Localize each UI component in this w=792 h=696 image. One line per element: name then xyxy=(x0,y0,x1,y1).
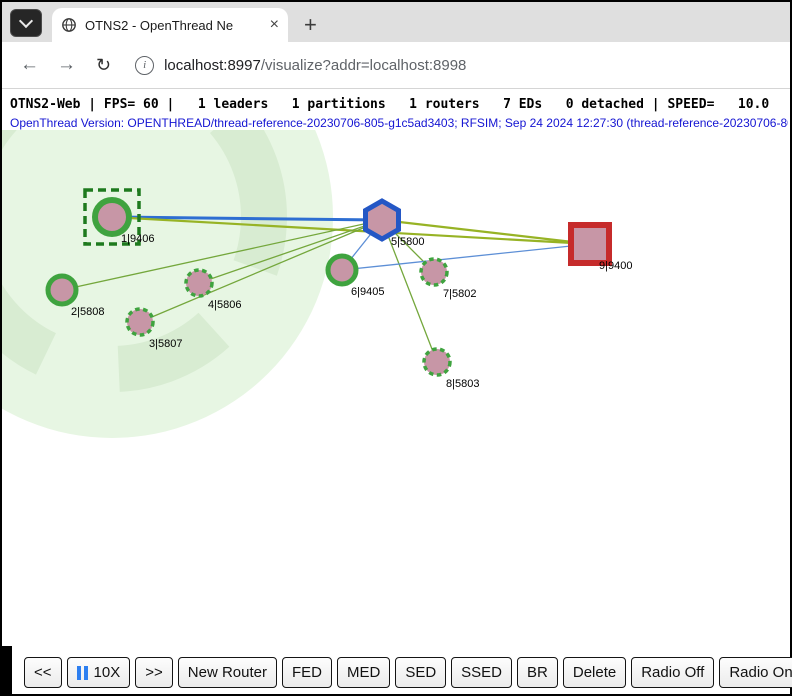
step-back-button[interactable]: << xyxy=(24,657,62,688)
url-path: /visualize?addr=localhost:8998 xyxy=(260,56,467,74)
reload-icon[interactable]: ↻ xyxy=(96,54,112,75)
speed-label: 10X xyxy=(93,664,121,681)
link-1-5 xyxy=(111,215,383,222)
link-5-3 xyxy=(139,219,383,323)
simulator-toolbar: << 10X >> New Router FED MED SED SSED BR… xyxy=(24,657,792,688)
node-label-5: 5|5800 xyxy=(391,236,424,248)
status-line: OTNS2-Web | FPS= 60 | 1 leaders 1 partit… xyxy=(10,97,770,112)
link-5-2 xyxy=(61,219,383,291)
link-5-4 xyxy=(198,219,383,284)
tab-title: OTNS2 - OpenThread Ne xyxy=(85,17,234,33)
step-forward-button[interactable]: >> xyxy=(135,657,173,688)
node-9[interactable] xyxy=(568,222,612,266)
url-host: localhost:8997 xyxy=(164,56,261,74)
openthread-version-line: OpenThread Version: OPENTHREAD/thread-re… xyxy=(10,116,788,130)
node-6[interactable] xyxy=(325,253,359,287)
node-label-8: 8|5803 xyxy=(446,378,479,390)
browser-address-bar: ← → ↻ i localhost:8997/visualize?addr=lo… xyxy=(2,42,790,89)
tab-search-button[interactable] xyxy=(10,9,42,37)
radio-range-arcs xyxy=(2,130,287,392)
node-7[interactable] xyxy=(419,257,449,287)
node-label-6: 6|9405 xyxy=(351,286,384,298)
link-5-8 xyxy=(381,219,438,363)
node-label-1: 1|9406 xyxy=(121,233,154,245)
chevron-down-icon xyxy=(18,13,34,29)
ssed-button[interactable]: SSED xyxy=(451,657,513,688)
link-5-9 xyxy=(381,218,591,246)
browser-tab[interactable]: OTNS2 - OpenThread Ne × xyxy=(52,8,288,42)
node-8[interactable] xyxy=(422,347,452,377)
globe-favicon-icon xyxy=(62,18,76,32)
node-label-2: 2|5808 xyxy=(71,306,104,318)
sed-button[interactable]: SED xyxy=(395,657,447,688)
node-label-7: 7|5802 xyxy=(443,288,476,300)
forward-icon[interactable]: → xyxy=(57,54,76,75)
node-label-3: 3|5807 xyxy=(149,338,182,350)
node-5[interactable] xyxy=(363,198,401,242)
window-border-notch xyxy=(2,646,12,694)
radio-off-button[interactable]: Radio Off xyxy=(631,657,715,688)
close-tab-icon[interactable]: × xyxy=(269,16,279,33)
node-label-4: 4|5806 xyxy=(208,299,241,311)
site-info-icon[interactable]: i xyxy=(135,55,155,75)
url-field[interactable]: localhost:8997/visualize?addr=localhost:… xyxy=(164,57,466,74)
browser-tab-bar: OTNS2 - OpenThread Ne × + xyxy=(2,2,790,42)
speed-button[interactable]: 10X xyxy=(66,657,131,688)
new-router-button[interactable]: New Router xyxy=(177,657,277,688)
link-6-9 xyxy=(341,243,591,271)
back-icon[interactable]: ← xyxy=(20,54,39,75)
node-label-9: 9|9400 xyxy=(599,260,632,272)
node-selection-box xyxy=(83,188,141,246)
br-button[interactable]: BR xyxy=(517,657,558,688)
med-button[interactable]: MED xyxy=(336,657,391,688)
new-tab-button[interactable]: + xyxy=(304,12,317,37)
node-4[interactable] xyxy=(184,268,214,298)
network-canvas-wrap: 1|9406 2|5808 3|5807 4|5806 5|5800 6|9405 7|58… xyxy=(2,130,790,648)
node-1[interactable] xyxy=(92,197,132,237)
node-2[interactable] xyxy=(45,273,79,307)
fed-button[interactable]: FED xyxy=(281,657,332,688)
node-3[interactable] xyxy=(125,307,155,337)
network-canvas[interactable]: 1|9406 2|5808 3|5807 4|5806 5|5800 6|9405 7|58… xyxy=(2,130,790,648)
pause-icon xyxy=(76,665,88,680)
radio-on-button[interactable]: Radio On xyxy=(719,657,792,688)
delete-button[interactable]: Delete xyxy=(562,657,627,688)
